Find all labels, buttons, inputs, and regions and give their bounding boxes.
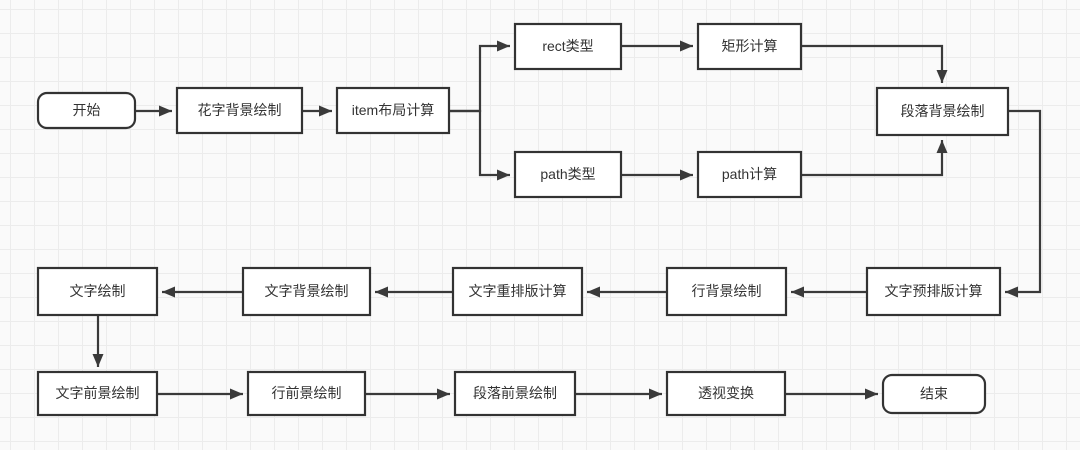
node-box[interactable] <box>246 370 367 417</box>
node-label: 文字绘制 <box>70 283 126 299</box>
arrow-head <box>230 388 243 400</box>
edge-parabg-to-pretypeset <box>1005 109 1042 298</box>
edge-pretypeset-to-linebg <box>791 286 867 298</box>
node-rectcalc[interactable]: 矩形计算 <box>696 22 803 71</box>
arrow-head <box>936 140 948 153</box>
node-box[interactable] <box>513 150 623 199</box>
node-label: 开始 <box>73 102 101 118</box>
node-pretypeset[interactable]: 文字预排版计算 <box>865 266 1002 317</box>
node-label: 矩形计算 <box>722 38 778 54</box>
node-label: 文字预排版计算 <box>885 283 983 299</box>
node-box[interactable] <box>881 373 987 415</box>
edge-line <box>1005 109 1042 294</box>
edges-layer <box>92 40 1042 400</box>
edge-linefg-to-parafg <box>365 388 450 400</box>
node-label: 花字背景绘制 <box>198 102 282 118</box>
edge-start-to-huazi <box>135 105 172 117</box>
edge-textbg-to-textdraw <box>162 286 243 298</box>
node-itemlayout[interactable]: item布局计算 <box>335 86 451 135</box>
node-pathtype[interactable]: path类型 <box>513 150 623 199</box>
node-box[interactable] <box>241 266 372 317</box>
edge-textdraw-to-textfg <box>92 315 104 367</box>
node-box[interactable] <box>513 22 623 71</box>
arrow-head <box>649 388 662 400</box>
node-label: 行前景绘制 <box>272 385 342 401</box>
node-recttype[interactable]: rect类型 <box>513 22 623 71</box>
node-box[interactable] <box>451 266 584 317</box>
edge-linebg-to-retypeset <box>587 286 667 298</box>
node-label: 文字前景绘制 <box>56 385 140 401</box>
node-box[interactable] <box>696 22 803 71</box>
node-label: 透视变换 <box>698 385 754 401</box>
node-label: path类型 <box>540 166 595 182</box>
arrow-head <box>159 105 172 117</box>
edge-line <box>801 44 944 83</box>
node-box[interactable] <box>335 86 451 135</box>
node-box[interactable] <box>665 370 787 417</box>
edge-line <box>449 44 510 113</box>
arrow-head <box>162 286 175 298</box>
edge-retypeset-to-textbg <box>375 286 453 298</box>
node-retypeset[interactable]: 文字重排版计算 <box>451 266 584 317</box>
node-box[interactable] <box>36 91 137 130</box>
arrow-head <box>497 40 510 52</box>
arrow-head <box>936 70 948 83</box>
node-box[interactable] <box>175 86 304 135</box>
edge-pathcalc-to-parabg <box>801 140 948 177</box>
node-start[interactable]: 开始 <box>36 91 137 130</box>
node-label: 文字背景绘制 <box>265 283 349 299</box>
arrow-head <box>319 105 332 117</box>
edge-textfg-to-linefg <box>157 388 243 400</box>
edge-pathtype-to-pathcalc <box>621 169 693 181</box>
node-label: 段落背景绘制 <box>901 103 985 119</box>
arrow-head <box>865 388 878 400</box>
node-label: 段落前景绘制 <box>473 385 557 401</box>
node-box[interactable] <box>875 86 1010 137</box>
edge-perspective-to-end <box>785 388 878 400</box>
node-label: path计算 <box>722 166 777 182</box>
node-label: 文字重排版计算 <box>469 283 567 299</box>
arrow-head <box>437 388 450 400</box>
edge-itemlayout-to-recttype <box>449 40 510 113</box>
node-label: rect类型 <box>542 38 593 54</box>
node-perspective[interactable]: 透视变换 <box>665 370 787 417</box>
node-end[interactable]: 结束 <box>881 373 987 415</box>
node-textbg[interactable]: 文字背景绘制 <box>241 266 372 317</box>
node-box[interactable] <box>865 266 1002 317</box>
arrow-head <box>375 286 388 298</box>
node-box[interactable] <box>665 266 788 317</box>
node-label: 行背景绘制 <box>692 283 762 299</box>
node-linebg[interactable]: 行背景绘制 <box>665 266 788 317</box>
node-label: 结束 <box>920 386 948 402</box>
arrow-head <box>1005 286 1018 298</box>
node-label: item布局计算 <box>352 102 434 118</box>
edge-recttype-to-rectcalc <box>621 40 693 52</box>
node-box[interactable] <box>696 150 803 199</box>
node-textfg[interactable]: 文字前景绘制 <box>36 370 159 417</box>
edge-line <box>801 140 944 177</box>
edge-line <box>449 109 510 177</box>
node-linefg[interactable]: 行前景绘制 <box>246 370 367 417</box>
arrow-head <box>587 286 600 298</box>
arrow-head <box>92 354 104 367</box>
node-parafg[interactable]: 段落前景绘制 <box>453 370 577 417</box>
node-box[interactable] <box>453 370 577 417</box>
edge-parafg-to-perspective <box>575 388 662 400</box>
edge-itemlayout-to-pathtype <box>449 109 510 181</box>
node-box[interactable] <box>36 370 159 417</box>
node-parabg[interactable]: 段落背景绘制 <box>875 86 1010 137</box>
node-box[interactable] <box>36 266 159 317</box>
node-huazi[interactable]: 花字背景绘制 <box>175 86 304 135</box>
node-pathcalc[interactable]: path计算 <box>696 150 803 199</box>
arrow-head <box>680 40 693 52</box>
arrow-head <box>497 169 510 181</box>
arrow-head <box>680 169 693 181</box>
node-textdraw[interactable]: 文字绘制 <box>36 266 159 317</box>
edge-rectcalc-to-parabg <box>801 44 948 83</box>
edge-huazi-to-itemlayout <box>302 105 332 117</box>
arrow-head <box>791 286 804 298</box>
